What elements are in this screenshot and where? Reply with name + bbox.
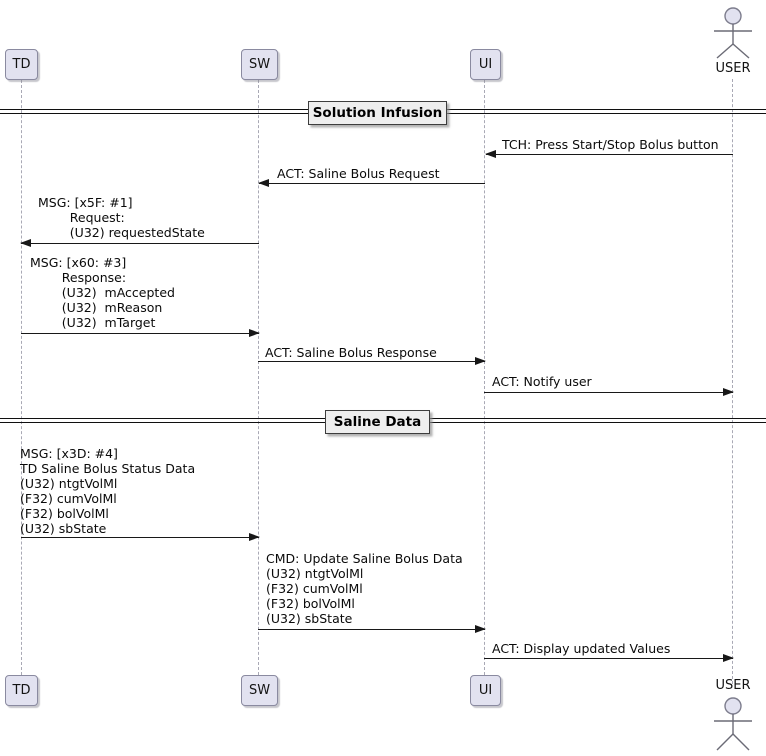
arrow-td-to-sw-status — [21, 531, 260, 543]
message-act-saline-bolus-request: ACT: Saline Bolus Request — [277, 166, 440, 181]
lifeline-user — [732, 79, 733, 684]
arrow-ui-to-user — [484, 386, 734, 398]
message-tch-press-bolus-button: TCH: Press Start/Stop Bolus button — [502, 137, 719, 152]
actor-user-label-top: USER — [715, 61, 751, 76]
participant-td-top: TD — [5, 49, 38, 80]
participant-ui-bottom: UI — [470, 675, 501, 706]
lifeline-ui — [484, 80, 485, 675]
message-act-saline-bolus-response: ACT: Saline Bolus Response — [265, 345, 437, 360]
arrow-sw-to-ui-update — [258, 623, 486, 635]
divider-saline-data: Saline Data — [325, 410, 430, 434]
arrow-ui-to-sw — [258, 177, 485, 189]
lifeline-sw — [258, 80, 259, 675]
participant-ui-top: UI — [470, 49, 501, 80]
lifeline-td — [21, 80, 22, 675]
arrow-user-to-ui — [485, 148, 733, 160]
message-act-display-updated-values: ACT: Display updated Values — [492, 641, 671, 656]
message-msg-x3d-status-data: MSG: [x3D: #4] TD Saline Bolus Status Da… — [20, 446, 196, 536]
arrow-sw-to-ui — [258, 355, 486, 367]
message-cmd-update-saline-bolus-data: CMD: Update Saline Bolus Data (U32) ntgt… — [266, 551, 463, 626]
actor-user-icon — [714, 7, 752, 59]
participant-sw-bottom: SW — [241, 675, 278, 706]
message-msg-x60-response: MSG: [x60: #3] Response: (U32) mAccepted… — [30, 255, 175, 330]
message-msg-x5f-request: MSG: [x5F: #1] Request: (U32) requestedS… — [38, 195, 205, 240]
divider-solution-infusion: Solution Infusion — [308, 101, 447, 125]
message-act-notify-user: ACT: Notify user — [492, 374, 592, 389]
arrow-sw-to-td — [20, 237, 259, 249]
participant-sw-top: SW — [241, 49, 278, 80]
actor-user-label-bottom: USER — [715, 678, 751, 693]
participant-td-bottom: TD — [5, 675, 38, 706]
actor-user-icon-bottom — [714, 697, 752, 751]
arrow-td-to-sw — [21, 327, 260, 339]
arrow-ui-to-user-display — [484, 652, 734, 664]
